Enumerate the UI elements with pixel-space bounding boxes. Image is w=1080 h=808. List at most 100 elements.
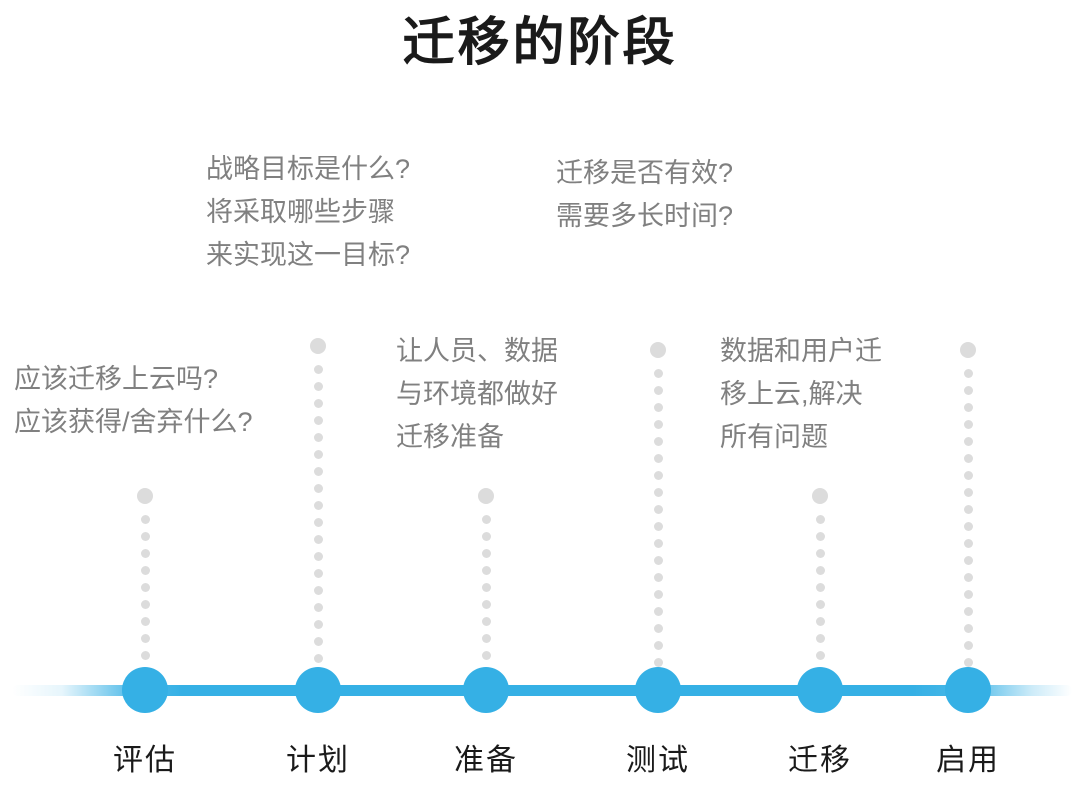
connector-dot-head (812, 488, 828, 504)
connector-dot (481, 617, 491, 626)
connector-dot (963, 369, 973, 378)
connector-dots-plan (309, 338, 327, 671)
timeline-label-test: 测试 (626, 744, 690, 777)
timeline-label-plan: 计划 (286, 744, 350, 777)
connector-dots-prepare (477, 488, 495, 668)
connector-dot (963, 454, 973, 463)
connector-dot (815, 617, 825, 626)
connector-dot (815, 566, 825, 575)
connector-dot (815, 634, 825, 643)
connector-dot (963, 556, 973, 565)
description-line: 迁移是否有效? (556, 158, 734, 188)
connector-dot (140, 651, 150, 660)
timeline-node-migrate[interactable] (797, 667, 843, 713)
connector-dot (963, 641, 973, 650)
connector-dot (313, 603, 323, 612)
connector-dot (481, 515, 491, 524)
connector-dot (313, 433, 323, 442)
connector-dot (313, 399, 323, 408)
connector-dot (963, 522, 973, 531)
connector-dot (481, 566, 491, 575)
connector-dot (140, 532, 150, 541)
timeline-node-enable[interactable] (945, 667, 991, 713)
connector-dot (481, 549, 491, 558)
timeline-node-prepare[interactable] (463, 667, 509, 713)
connector-dot (140, 600, 150, 609)
connector-dot (963, 624, 973, 633)
description-line: 迁移准备 (396, 422, 504, 452)
connector-dot (313, 416, 323, 425)
connector-dot (481, 532, 491, 541)
connector-dot (313, 450, 323, 459)
connector-dot (653, 556, 663, 565)
connector-dot (653, 607, 663, 616)
description-line: 需要多长时间? (556, 201, 734, 231)
connector-dot (963, 607, 973, 616)
connector-dot (653, 386, 663, 395)
connector-dot (313, 484, 323, 493)
connector-dot (963, 658, 973, 667)
timeline-label-enable: 启用 (936, 744, 1000, 777)
connector-dot (653, 522, 663, 531)
connector-dot (963, 573, 973, 582)
connector-dot (313, 569, 323, 578)
connector-dots-enable (959, 342, 977, 675)
connector-dot (815, 600, 825, 609)
timeline-label-migrate: 迁移 (788, 744, 852, 777)
connector-dot (653, 437, 663, 446)
connector-dot (815, 651, 825, 660)
connector-dot (653, 403, 663, 412)
connector-dot (963, 420, 973, 429)
connector-dot (140, 583, 150, 592)
description-line: 移上云,解决 (720, 379, 863, 409)
connector-dot-head (650, 342, 666, 358)
description-test: 迁移是否有效? 需要多长时间? (556, 152, 733, 238)
page-title: 迁移的阶段 (402, 14, 678, 72)
connector-dot (653, 573, 663, 582)
connector-dot-head (137, 488, 153, 504)
connector-dot-head (960, 342, 976, 358)
connector-dot (963, 539, 973, 548)
connector-dot (963, 471, 973, 480)
connector-dot (653, 590, 663, 599)
description-line: 数据和用户迁 (720, 336, 882, 366)
connector-dot (313, 586, 323, 595)
description-line: 所有问题 (720, 422, 828, 452)
description-line: 应该获得/舍弃什么? (14, 407, 253, 437)
description-line: 与环境都做好 (396, 379, 558, 409)
description-line: 让人员、数据 (396, 336, 558, 366)
description-migrate: 数据和用户迁移上云,解决所有问题 (720, 330, 882, 459)
connector-dot (653, 505, 663, 514)
timeline-axis (12, 685, 1072, 696)
description-line: 应该迁移上云吗? (14, 364, 219, 394)
description-prepare: 让人员、数据与环境都做好迁移准备 (396, 330, 558, 459)
connector-dot (653, 624, 663, 633)
connector-dot (815, 549, 825, 558)
connector-dot (653, 471, 663, 480)
description-line: 来实现这一目标? (206, 240, 411, 270)
connector-dot (313, 501, 323, 510)
connector-dot (963, 505, 973, 514)
connector-dot (963, 386, 973, 395)
connector-dot (313, 654, 323, 663)
connector-dots-test (649, 342, 667, 675)
connector-dot (140, 549, 150, 558)
connector-dot (653, 641, 663, 650)
connector-dot-head (310, 338, 326, 354)
connector-dot (653, 488, 663, 497)
connector-dot (313, 467, 323, 476)
connector-dot (140, 515, 150, 524)
timeline-node-assess[interactable] (122, 667, 168, 713)
connector-dot (963, 437, 973, 446)
timeline-node-test[interactable] (635, 667, 681, 713)
connector-dot (653, 420, 663, 429)
connector-dot (815, 532, 825, 541)
connector-dot (140, 566, 150, 575)
connector-dot (313, 552, 323, 561)
connector-dot (963, 488, 973, 497)
connector-dot (313, 637, 323, 646)
timeline-node-plan[interactable] (295, 667, 341, 713)
description-line: 战略目标是什么? (206, 154, 411, 184)
connector-dot (481, 651, 491, 660)
